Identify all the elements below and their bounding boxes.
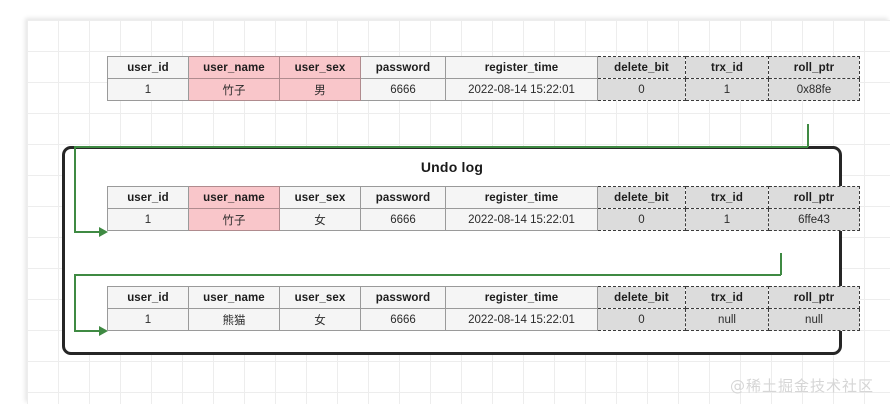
table-row: user_id user_name user_sex password regi… <box>107 56 860 79</box>
value-cell-delete_bit: 0 <box>597 308 686 331</box>
value-cell-roll_ptr: 6ffe43 <box>768 208 860 231</box>
connector-2-arrowhead <box>99 326 108 336</box>
header-cell-trx_id: trx_id <box>685 286 769 309</box>
header-cell-trx_id: trx_id <box>685 186 769 209</box>
header-cell-delete_bit: delete_bit <box>597 186 686 209</box>
header-cell-user_id: user_id <box>107 186 189 209</box>
header-cell-user_name: user_name <box>188 286 280 309</box>
header-cell-password: password <box>360 286 446 309</box>
diagram-canvas: Undo log user_id user_name user_sex pass… <box>27 20 890 404</box>
value-cell-user_sex: 男 <box>279 78 361 101</box>
connector-2-segment-vertical-right <box>780 253 782 275</box>
value-cell-delete_bit: 0 <box>597 78 686 101</box>
table-row: 1 熊猫 女 6666 2022-08-14 15:22:01 0 null n… <box>107 308 860 331</box>
value-cell-user_id: 1 <box>107 308 189 331</box>
value-cell-user_sex: 女 <box>279 308 361 331</box>
value-cell-password: 6666 <box>360 78 446 101</box>
header-cell-trx_id: trx_id <box>685 56 769 79</box>
value-cell-register_time: 2022-08-14 15:22:01 <box>445 208 598 231</box>
header-cell-user_id: user_id <box>107 56 189 79</box>
record-table-undo-version-2: user_id user_name user_sex password regi… <box>107 286 860 331</box>
header-cell-user_sex: user_sex <box>279 56 361 79</box>
undo-log-title: Undo log <box>420 159 484 175</box>
connector-1-segment-vertical-right <box>807 124 809 147</box>
table-row: user_id user_name user_sex password regi… <box>107 186 860 209</box>
table-row: 1 竹子 女 6666 2022-08-14 15:22:01 0 1 6ffe… <box>107 208 860 231</box>
record-table-undo-version-1: user_id user_name user_sex password regi… <box>107 186 860 231</box>
value-cell-password: 6666 <box>360 208 446 231</box>
header-cell-user_sex: user_sex <box>279 186 361 209</box>
value-cell-delete_bit: 0 <box>597 208 686 231</box>
connector-1-segment-horizontal-bottom <box>74 231 102 233</box>
value-cell-user_name: 竹子 <box>188 78 280 101</box>
record-table-current: user_id user_name user_sex password regi… <box>107 56 860 101</box>
table-row: user_id user_name user_sex password regi… <box>107 286 860 309</box>
connector-1-arrowhead <box>99 227 108 237</box>
header-cell-register_time: register_time <box>445 286 598 309</box>
value-cell-roll_ptr: null <box>768 308 860 331</box>
header-cell-user_name: user_name <box>188 56 280 79</box>
value-cell-user_id: 1 <box>107 208 189 231</box>
header-cell-password: password <box>360 56 446 79</box>
header-cell-register_time: register_time <box>445 186 598 209</box>
value-cell-trx_id: 1 <box>685 208 769 231</box>
connector-2-segment-horizontal-top <box>74 274 781 276</box>
value-cell-user_id: 1 <box>107 78 189 101</box>
header-cell-delete_bit: delete_bit <box>597 56 686 79</box>
header-cell-register_time: register_time <box>445 56 598 79</box>
value-cell-register_time: 2022-08-14 15:22:01 <box>445 308 598 331</box>
header-cell-password: password <box>360 186 446 209</box>
header-cell-user_sex: user_sex <box>279 286 361 309</box>
value-cell-password: 6666 <box>360 308 446 331</box>
header-cell-user_id: user_id <box>107 286 189 309</box>
connector-1-segment-horizontal-top <box>74 146 808 148</box>
watermark-label: @稀土掘金技术社区 <box>729 377 874 395</box>
value-cell-trx_id: 1 <box>685 78 769 101</box>
value-cell-roll_ptr: 0x88fe <box>768 78 860 101</box>
value-cell-trx_id: null <box>685 308 769 331</box>
header-cell-roll_ptr: roll_ptr <box>768 286 860 309</box>
connector-2-segment-vertical-left <box>74 274 76 331</box>
value-cell-user_name: 熊猫 <box>188 308 280 331</box>
connector-1-segment-vertical-left <box>74 146 76 232</box>
header-cell-roll_ptr: roll_ptr <box>768 56 860 79</box>
connector-2-segment-horizontal-bottom <box>74 330 102 332</box>
header-cell-delete_bit: delete_bit <box>597 286 686 309</box>
value-cell-user_sex: 女 <box>279 208 361 231</box>
header-cell-roll_ptr: roll_ptr <box>768 186 860 209</box>
header-cell-user_name: user_name <box>188 186 280 209</box>
table-row: 1 竹子 男 6666 2022-08-14 15:22:01 0 1 0x88… <box>107 78 860 101</box>
value-cell-user_name: 竹子 <box>188 208 280 231</box>
value-cell-register_time: 2022-08-14 15:22:01 <box>445 78 598 101</box>
